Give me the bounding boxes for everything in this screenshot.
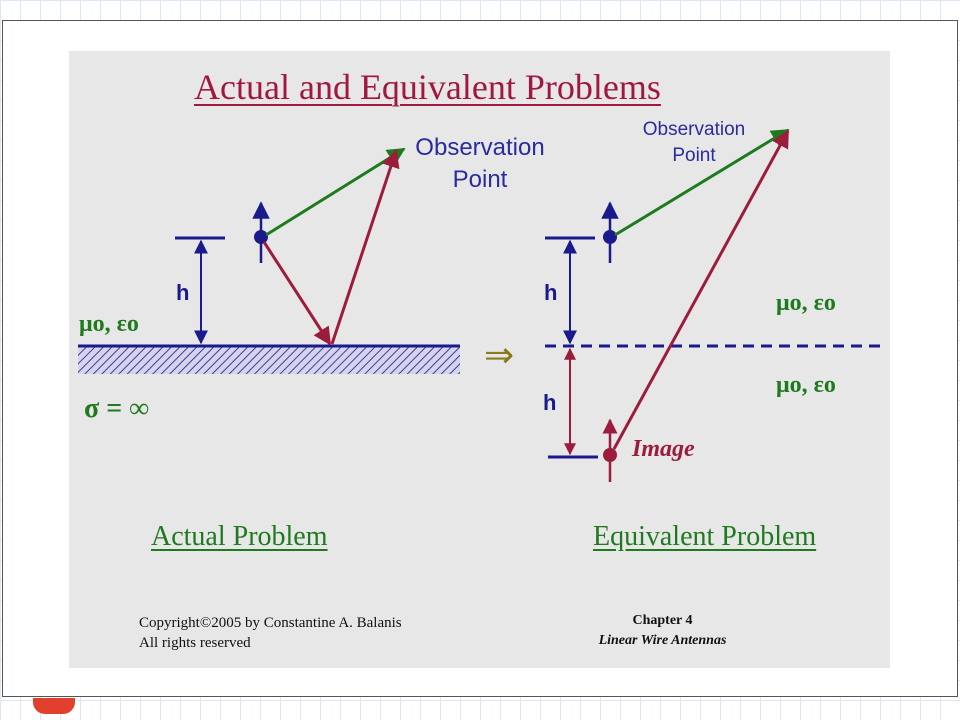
slide-corner-tab xyxy=(33,698,75,714)
observation-point-line1-left: Observation xyxy=(415,134,545,161)
copyright-notice: Copyright©2005 by Constantine A. Balanis… xyxy=(139,613,402,653)
reflected-ray-left xyxy=(330,149,400,345)
observation-point-line2-left: Point xyxy=(452,166,508,193)
copyright-line1: Copyright©2005 by Constantine A. Balanis xyxy=(139,615,402,631)
dipole-source-dot-left xyxy=(254,230,268,244)
equivalent-problem-heading: Equivalent Problem xyxy=(593,521,817,552)
observation-point-line2-right: Point xyxy=(672,145,716,166)
actual-problem-heading: Actual Problem xyxy=(151,521,328,552)
chapter-number: Chapter 4 xyxy=(632,613,693,628)
observation-point-label-right: Observation Point xyxy=(634,117,754,169)
chapter-caption: Chapter 4 Linear Wire Antennas xyxy=(585,611,740,651)
conductor-label: σ = ∞ xyxy=(84,393,150,424)
dipole-source-dot-right xyxy=(603,230,617,244)
chapter-title: Linear Wire Antennas xyxy=(598,633,727,648)
height-label-left: h xyxy=(176,280,190,305)
slide-title: Actual and Equivalent Problems xyxy=(194,67,661,107)
height-label-right-upper: h xyxy=(544,280,558,305)
image-label: Image xyxy=(632,436,695,462)
observation-point-line1-right: Observation xyxy=(642,119,746,140)
implies-arrow: ⇒ xyxy=(484,335,514,376)
image-source-dot xyxy=(603,448,617,462)
medium-label-left: μo, εo xyxy=(79,311,139,337)
medium-label-right-upper: μo, εo xyxy=(776,290,836,316)
direct-ray-left xyxy=(265,147,406,237)
observation-point-label-left: Observation Point xyxy=(410,132,550,196)
height-label-right-lower: h xyxy=(543,390,557,415)
medium-label-right-lower: μo, εo xyxy=(776,372,836,398)
image-ray-right xyxy=(612,129,790,450)
copyright-line2: All rights reserved xyxy=(139,635,251,651)
direct-ray-right xyxy=(614,128,790,237)
ground-plane-hatch xyxy=(78,346,460,374)
incident-ray-left xyxy=(262,241,332,346)
